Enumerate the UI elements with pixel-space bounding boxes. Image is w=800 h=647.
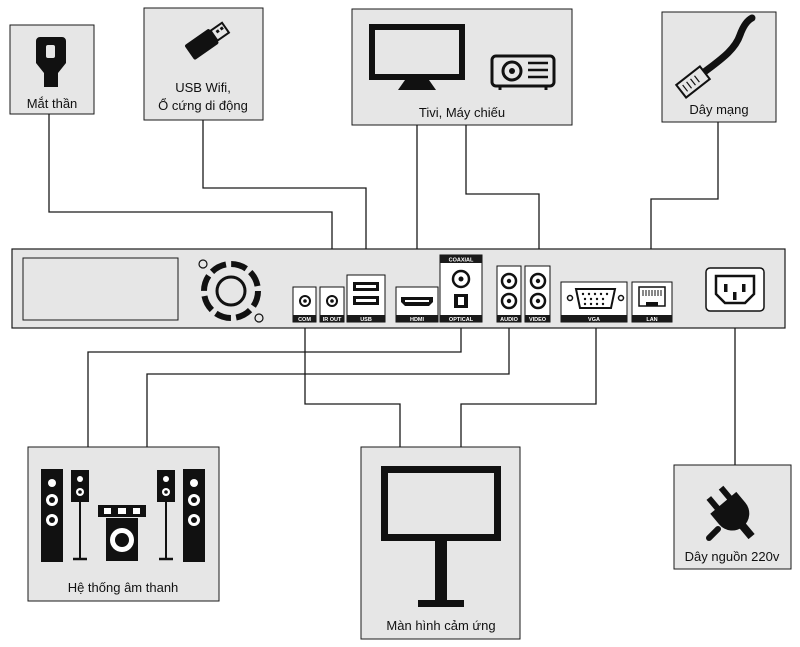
power-socket-icon xyxy=(705,267,765,312)
power-plug-icon xyxy=(706,485,755,541)
fan-vent-icon xyxy=(198,259,264,323)
eye-sensor-box: Mắt thần xyxy=(9,24,95,115)
network-cable-label: Dây mạng xyxy=(689,102,748,117)
ir-eye-sensor-icon xyxy=(36,37,66,87)
port-usb: USB xyxy=(346,274,386,323)
port-lan: LAN xyxy=(631,281,673,323)
port-ir-out: IR OUT xyxy=(319,286,345,323)
touch-screen-label: Màn hình cảm ứng xyxy=(386,618,495,633)
port-audio-label: AUDIO xyxy=(500,317,518,323)
wire-com-touchscreen xyxy=(304,312,401,447)
rj45-cable-icon xyxy=(674,14,756,99)
tv-projector-box: Tivi, Máy chiếu xyxy=(351,8,573,126)
device-rear-panel: COM IR OUT USB HDMI xyxy=(11,248,786,329)
port-coaxial-optical: COAXIAL OPTICAL xyxy=(439,254,483,323)
port-com-label: COM xyxy=(298,317,311,323)
touch-screen-stand-icon xyxy=(381,466,501,607)
port-coaxial-label: COAXIAL xyxy=(449,258,474,264)
usb-device-label-line1: USB Wifi, xyxy=(175,80,231,95)
tv-projector-label: Tivi, Máy chiếu xyxy=(419,105,505,120)
sound-system-box: Hệ thống âm thanh xyxy=(27,446,220,602)
usb-device-box: USB Wifi, Ổ cứng di động xyxy=(143,7,264,121)
port-vga-label: VGA xyxy=(588,317,600,323)
projector-icon xyxy=(490,54,556,90)
port-audio: AUDIO xyxy=(496,265,522,323)
port-optical-label: OPTICAL xyxy=(449,317,474,323)
port-usb-label: USB xyxy=(360,317,372,323)
touch-screen-box: Màn hình cảm ứng xyxy=(360,446,521,640)
port-vga: VGA xyxy=(560,281,628,323)
speaker-system-icon xyxy=(41,469,205,562)
wire-video xyxy=(465,125,540,275)
network-cable-box: Dây mạng xyxy=(661,11,777,123)
port-hdmi: HDMI xyxy=(395,286,439,323)
port-hdmi-label: HDMI xyxy=(410,317,425,323)
port-video-label: VIDEO xyxy=(529,317,547,323)
usb-device-label-line2: Ổ cứng di động xyxy=(158,98,248,113)
usb-drive-icon xyxy=(185,21,231,60)
port-video: VIDEO xyxy=(524,265,551,323)
sound-system-label: Hệ thống âm thanh xyxy=(68,580,179,595)
eye-sensor-label: Mắt thần xyxy=(27,96,78,111)
port-com: COM xyxy=(292,286,317,323)
wire-audio-speakers xyxy=(146,312,510,447)
wire-optical-speakers xyxy=(87,312,462,447)
power-cable-label: Dây nguồn 220v xyxy=(685,549,780,564)
port-lan-label: LAN xyxy=(646,317,657,323)
port-ir-out-label: IR OUT xyxy=(323,317,342,323)
wire-vga-touchscreen xyxy=(460,312,597,447)
wire-usb xyxy=(202,120,367,275)
power-cable-box: Dây nguồn 220v xyxy=(673,464,792,570)
wire-lan xyxy=(650,122,719,287)
monitor-icon xyxy=(369,24,465,90)
